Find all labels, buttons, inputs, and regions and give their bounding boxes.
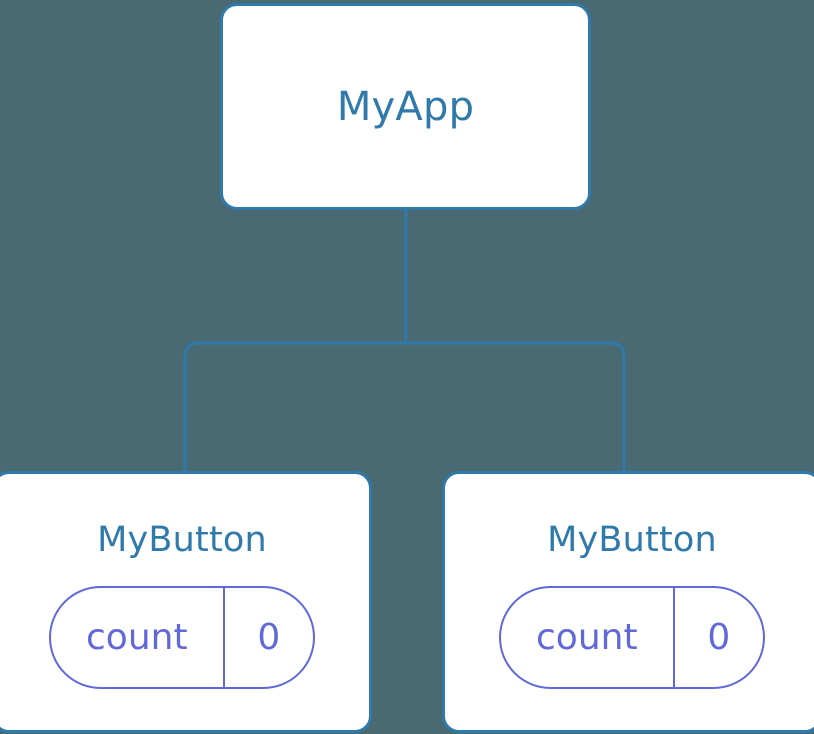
state-value: 0 (257, 616, 281, 658)
tree-node-myapp[interactable]: MyApp (220, 3, 591, 210)
node-title: MyApp (336, 83, 475, 130)
state-badge[interactable]: count 0 (499, 586, 765, 689)
edge-branch-to-child-right (406, 341, 626, 473)
state-value: 0 (707, 616, 731, 658)
state-key: count (501, 588, 675, 687)
node-title: MyButton (97, 520, 267, 560)
state-key: count (51, 588, 225, 687)
edge-branch-to-child-left (183, 341, 406, 473)
tree-node-mybutton-2[interactable]: MyButton count 0 (442, 471, 814, 733)
tree-node-mybutton-1[interactable]: MyButton count 0 (0, 471, 372, 733)
state-badge[interactable]: count 0 (49, 586, 315, 689)
node-title: MyButton (547, 520, 717, 560)
